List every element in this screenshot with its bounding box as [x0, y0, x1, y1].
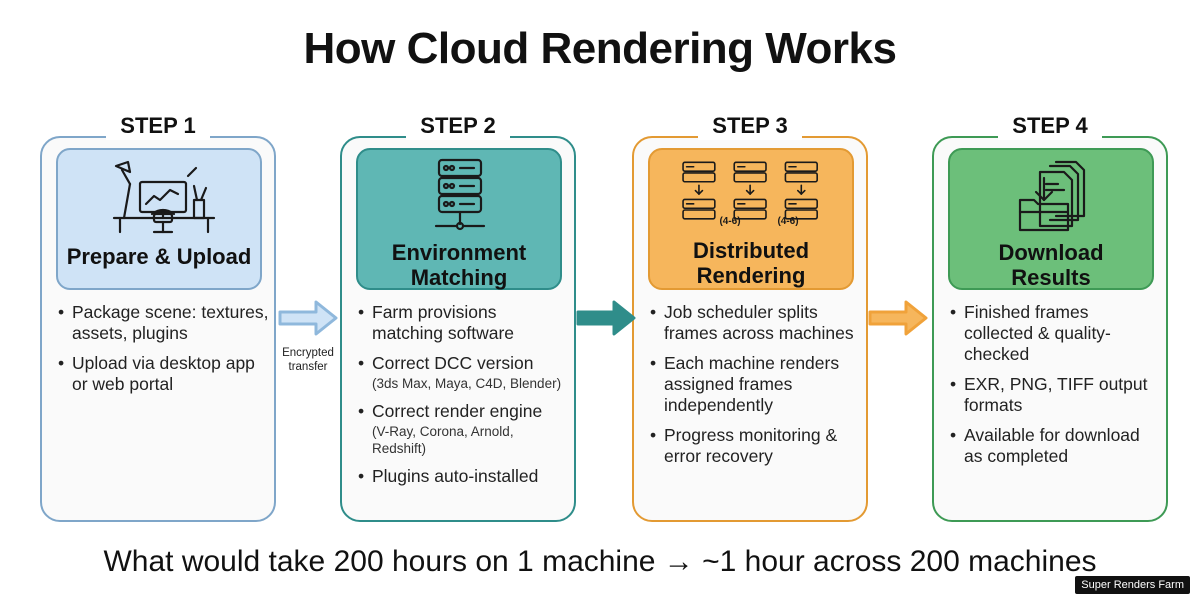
step-title: Download Results: [998, 240, 1104, 290]
step-distributed-rendering: STEP 3 (4-6) (4-6) Distributed Renderi: [632, 112, 868, 522]
list-item: Upload via desktop app or web portal: [58, 353, 270, 395]
arrow-right-icon: [576, 300, 636, 336]
step-title: Environment Matching: [391, 240, 527, 290]
step-title: Prepare & Upload: [66, 244, 252, 269]
brand-watermark: Super Renders Farm: [1075, 576, 1190, 594]
list-item: Farm provisions matching software: [358, 302, 570, 344]
step-download-results: STEP 4 Download Results Finished frames …: [932, 112, 1168, 522]
list-item: Available for download as completed: [950, 425, 1162, 467]
list-item: Finished frames collected & quality-chec…: [950, 302, 1162, 365]
step-bullet-list: Job scheduler splits frames across machi…: [650, 302, 862, 476]
arrow-shape: [576, 300, 636, 336]
list-item: Plugins auto-installed: [358, 466, 570, 487]
list-item: Correct render engine(V-Ray, Corona, Arn…: [358, 401, 570, 457]
list-item: Each machine renders assigned frames ind…: [650, 353, 862, 416]
step-prepare-upload: STEP 1 Prepare &: [40, 112, 276, 522]
step-header-panel: Download Results: [948, 148, 1154, 290]
arrow-shape: [278, 300, 338, 336]
step-label: STEP 2: [406, 112, 510, 140]
workstation-icon: [84, 156, 234, 234]
step-header-panel: (4-6) (4-6) Distributed Rendering: [648, 148, 854, 290]
list-item: Progress monitoring & error recovery: [650, 425, 862, 467]
step-environment-matching: STEP 2 Environment Matching Farm provisi…: [340, 112, 576, 522]
list-item: EXR, PNG, TIFF output formats: [950, 374, 1162, 416]
page-title: How Cloud Rendering Works: [303, 24, 897, 73]
step-header-panel: Environment Matching: [356, 148, 562, 290]
step-header-panel: Prepare & Upload: [56, 148, 262, 290]
step-title: Distributed Rendering: [692, 238, 810, 288]
grid-count-label: (4-6): [719, 216, 741, 227]
step-bullet-list: Farm provisions matching software Correc…: [358, 302, 570, 496]
transfer-label: Encrypted transfer: [282, 347, 334, 373]
summary-tagline: What would take 200 hours on 1 machine →…: [103, 545, 1097, 578]
step-label: STEP 4: [998, 112, 1102, 140]
list-item: Package scene: textures, assets, plugins: [58, 302, 270, 344]
grid-count-label: (4-6): [777, 216, 799, 227]
step-bullet-list: Finished frames collected & quality-chec…: [950, 302, 1162, 476]
download-folder-icon: [976, 156, 1126, 234]
step-bullet-list: Package scene: textures, assets, plugins…: [58, 302, 270, 404]
list-item: Correct DCC version(3ds Max, Maya, C4D, …: [358, 353, 570, 392]
list-item: Job scheduler splits frames across machi…: [650, 302, 862, 344]
arrow-right-icon: [868, 300, 928, 336]
step-label: STEP 1: [106, 112, 210, 140]
server-grid-icon: [676, 156, 826, 234]
arrow-shape: [868, 300, 928, 336]
step-label: STEP 3: [698, 112, 802, 140]
server-rack-icon: [384, 156, 534, 234]
arrow-right-icon: [278, 300, 338, 336]
